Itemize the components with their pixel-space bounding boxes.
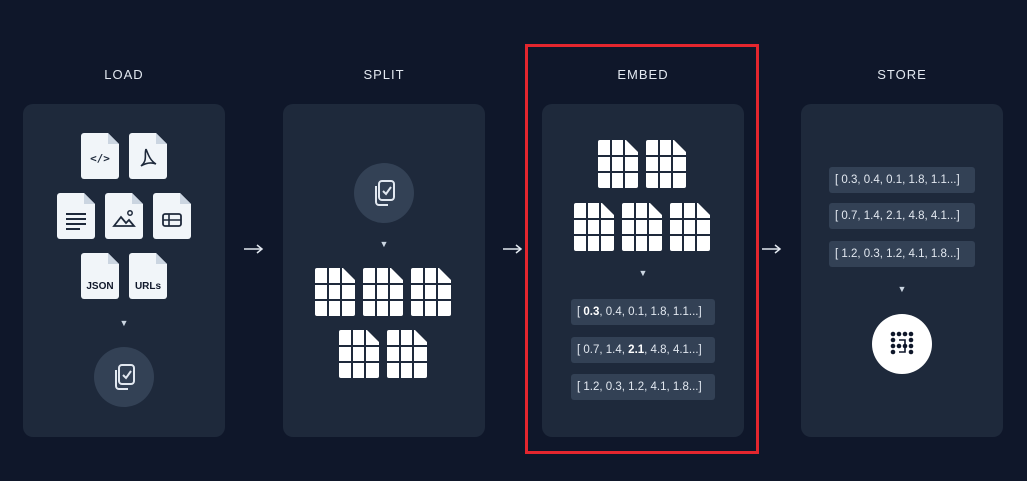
arrow-right-icon — [762, 244, 782, 254]
pdf-file-icon — [129, 133, 167, 179]
chunk-grid-icon — [387, 330, 427, 378]
chunk-grid-icon — [598, 140, 638, 188]
embedding-vector-3: [ 1.2, 0.3, 1.2, 4.1, 1.8...] — [571, 374, 715, 400]
triangle-down-icon: ▼ — [897, 284, 907, 294]
table-file-icon — [153, 193, 191, 239]
load-panel: </> JSON URLs ▼ — [23, 104, 225, 437]
embed-panel: ▼ [ 0.3, 0.4, 0.1, 1.8, 1.1...] [ 0.7, 1… — [542, 104, 744, 437]
arrow-right-icon — [503, 244, 523, 254]
triangle-down-icon: ▼ — [379, 239, 389, 249]
vector-rest: , 0.3, 1.2, 4.1, 1.8...] — [599, 381, 702, 393]
code-file-icon: </> — [81, 133, 119, 179]
chunk-grid-icon — [646, 140, 686, 188]
svg-text:</>: </> — [90, 152, 110, 165]
vector-store-icon — [890, 331, 914, 355]
chunk-grid-icon — [670, 203, 710, 251]
split-panel: ▼ — [283, 104, 485, 437]
vector-mid: , 1.4, — [599, 344, 629, 356]
stage-title-load: LOAD — [104, 67, 144, 82]
text-file-icon — [57, 193, 95, 239]
stage-title-split: SPLIT — [363, 67, 405, 82]
document-copy-icon — [375, 180, 395, 206]
document-copy-icon — [115, 364, 135, 390]
vector-first: 0.7 — [583, 344, 600, 356]
embedding-vector-1: [ 0.3, 0.4, 0.1, 1.8, 1.1...] — [571, 299, 715, 325]
chunk-grid-icon — [622, 203, 662, 251]
vector-bold-value: 0.3 — [583, 306, 600, 318]
chunk-grid-icon — [339, 330, 379, 378]
document-copy-circle — [354, 163, 414, 223]
stored-vector-2: [ 0.7, 1.4, 2.1, 4.8, 4.1...] — [829, 203, 975, 229]
image-file-icon — [105, 193, 143, 239]
chunk-grid-icon — [411, 268, 451, 316]
vector-rest: , 0.4, 0.1, 1.8, 1.1...] — [599, 306, 702, 318]
arrow-right-icon — [244, 244, 264, 254]
json-file-label: JSON — [86, 281, 114, 292]
triangle-down-icon: ▼ — [638, 268, 648, 278]
vector-store-circle — [872, 314, 932, 374]
vector-first: 1.2 — [583, 381, 600, 393]
vector-rest: , 4.8, 4.1...] — [644, 344, 702, 356]
stored-vector-3: [ 1.2, 0.3, 1.2, 4.1, 1.8...] — [829, 241, 975, 267]
json-file-icon: JSON — [81, 253, 119, 299]
triangle-down-icon: ▼ — [119, 318, 129, 328]
chunk-grid-icon — [315, 268, 355, 316]
embedding-vector-2: [ 0.7, 1.4, 2.1, 4.8, 4.1...] — [571, 337, 715, 363]
store-panel: [ 0.3, 0.4, 0.1, 1.8, 1.1...] [ 0.7, 1.4… — [801, 104, 1003, 437]
chunk-grid-icon — [574, 203, 614, 251]
stored-vector-1: [ 0.3, 0.4, 0.1, 1.8, 1.1...] — [829, 167, 975, 193]
embed-highlight-box — [525, 44, 759, 454]
document-copy-circle — [94, 347, 154, 407]
stage-title-embed: EMBED — [617, 67, 669, 82]
stage-title-store: STORE — [877, 67, 927, 82]
urls-file-icon: URLs — [129, 253, 167, 299]
urls-file-label: URLs — [134, 281, 162, 292]
vector-bold-value: 2.1 — [628, 344, 645, 356]
chunk-grid-icon — [363, 268, 403, 316]
